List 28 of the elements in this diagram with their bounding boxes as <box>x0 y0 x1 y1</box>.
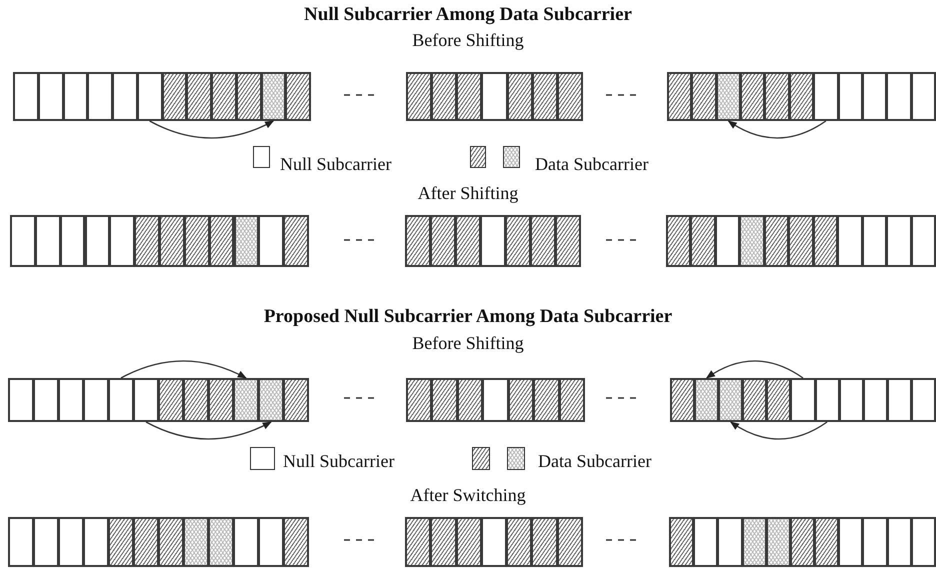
null-subcarrier-cell <box>136 72 162 121</box>
null-subcarrier-cell <box>108 378 134 422</box>
stage-label: Before Shifting <box>411 30 525 51</box>
null-subcarrier-cell <box>133 378 159 422</box>
stage-label: After Shifting <box>416 183 520 204</box>
legend-text: Null Subcarrier <box>280 154 392 175</box>
null-subcarrier-cell <box>790 378 816 422</box>
data-subcarrier-cell <box>694 378 720 422</box>
curved-arrow <box>730 421 828 440</box>
data-subcarrier-cell <box>718 378 744 422</box>
data-subcarrier-cell <box>260 72 286 121</box>
data-subcarrier-cell <box>716 72 742 121</box>
diagram-heading: Proposed Null Subcarrier Among Data Subcarrier <box>262 306 674 328</box>
legend-text: Data Subcarrier <box>538 451 652 472</box>
data-subcarrier-cell <box>233 378 259 422</box>
stage-label: Before Shifting <box>411 333 525 354</box>
null-subcarrier-cell <box>814 378 840 422</box>
legend-text: Data Subcarrier <box>535 154 648 175</box>
curved-arrow <box>706 360 804 379</box>
data-subcarrier-cell <box>258 378 284 422</box>
diagram-heading: Null Subcarrier Among Data Subcarrier <box>303 4 633 26</box>
curved-arrow <box>149 120 274 139</box>
curved-arrow <box>120 360 247 379</box>
stage-label: After Switching <box>409 485 527 506</box>
curved-arrow <box>728 120 826 139</box>
curved-arrow <box>146 421 272 440</box>
legend-text: Null Subcarrier <box>283 451 394 472</box>
null-subcarrier-cell <box>813 72 839 121</box>
